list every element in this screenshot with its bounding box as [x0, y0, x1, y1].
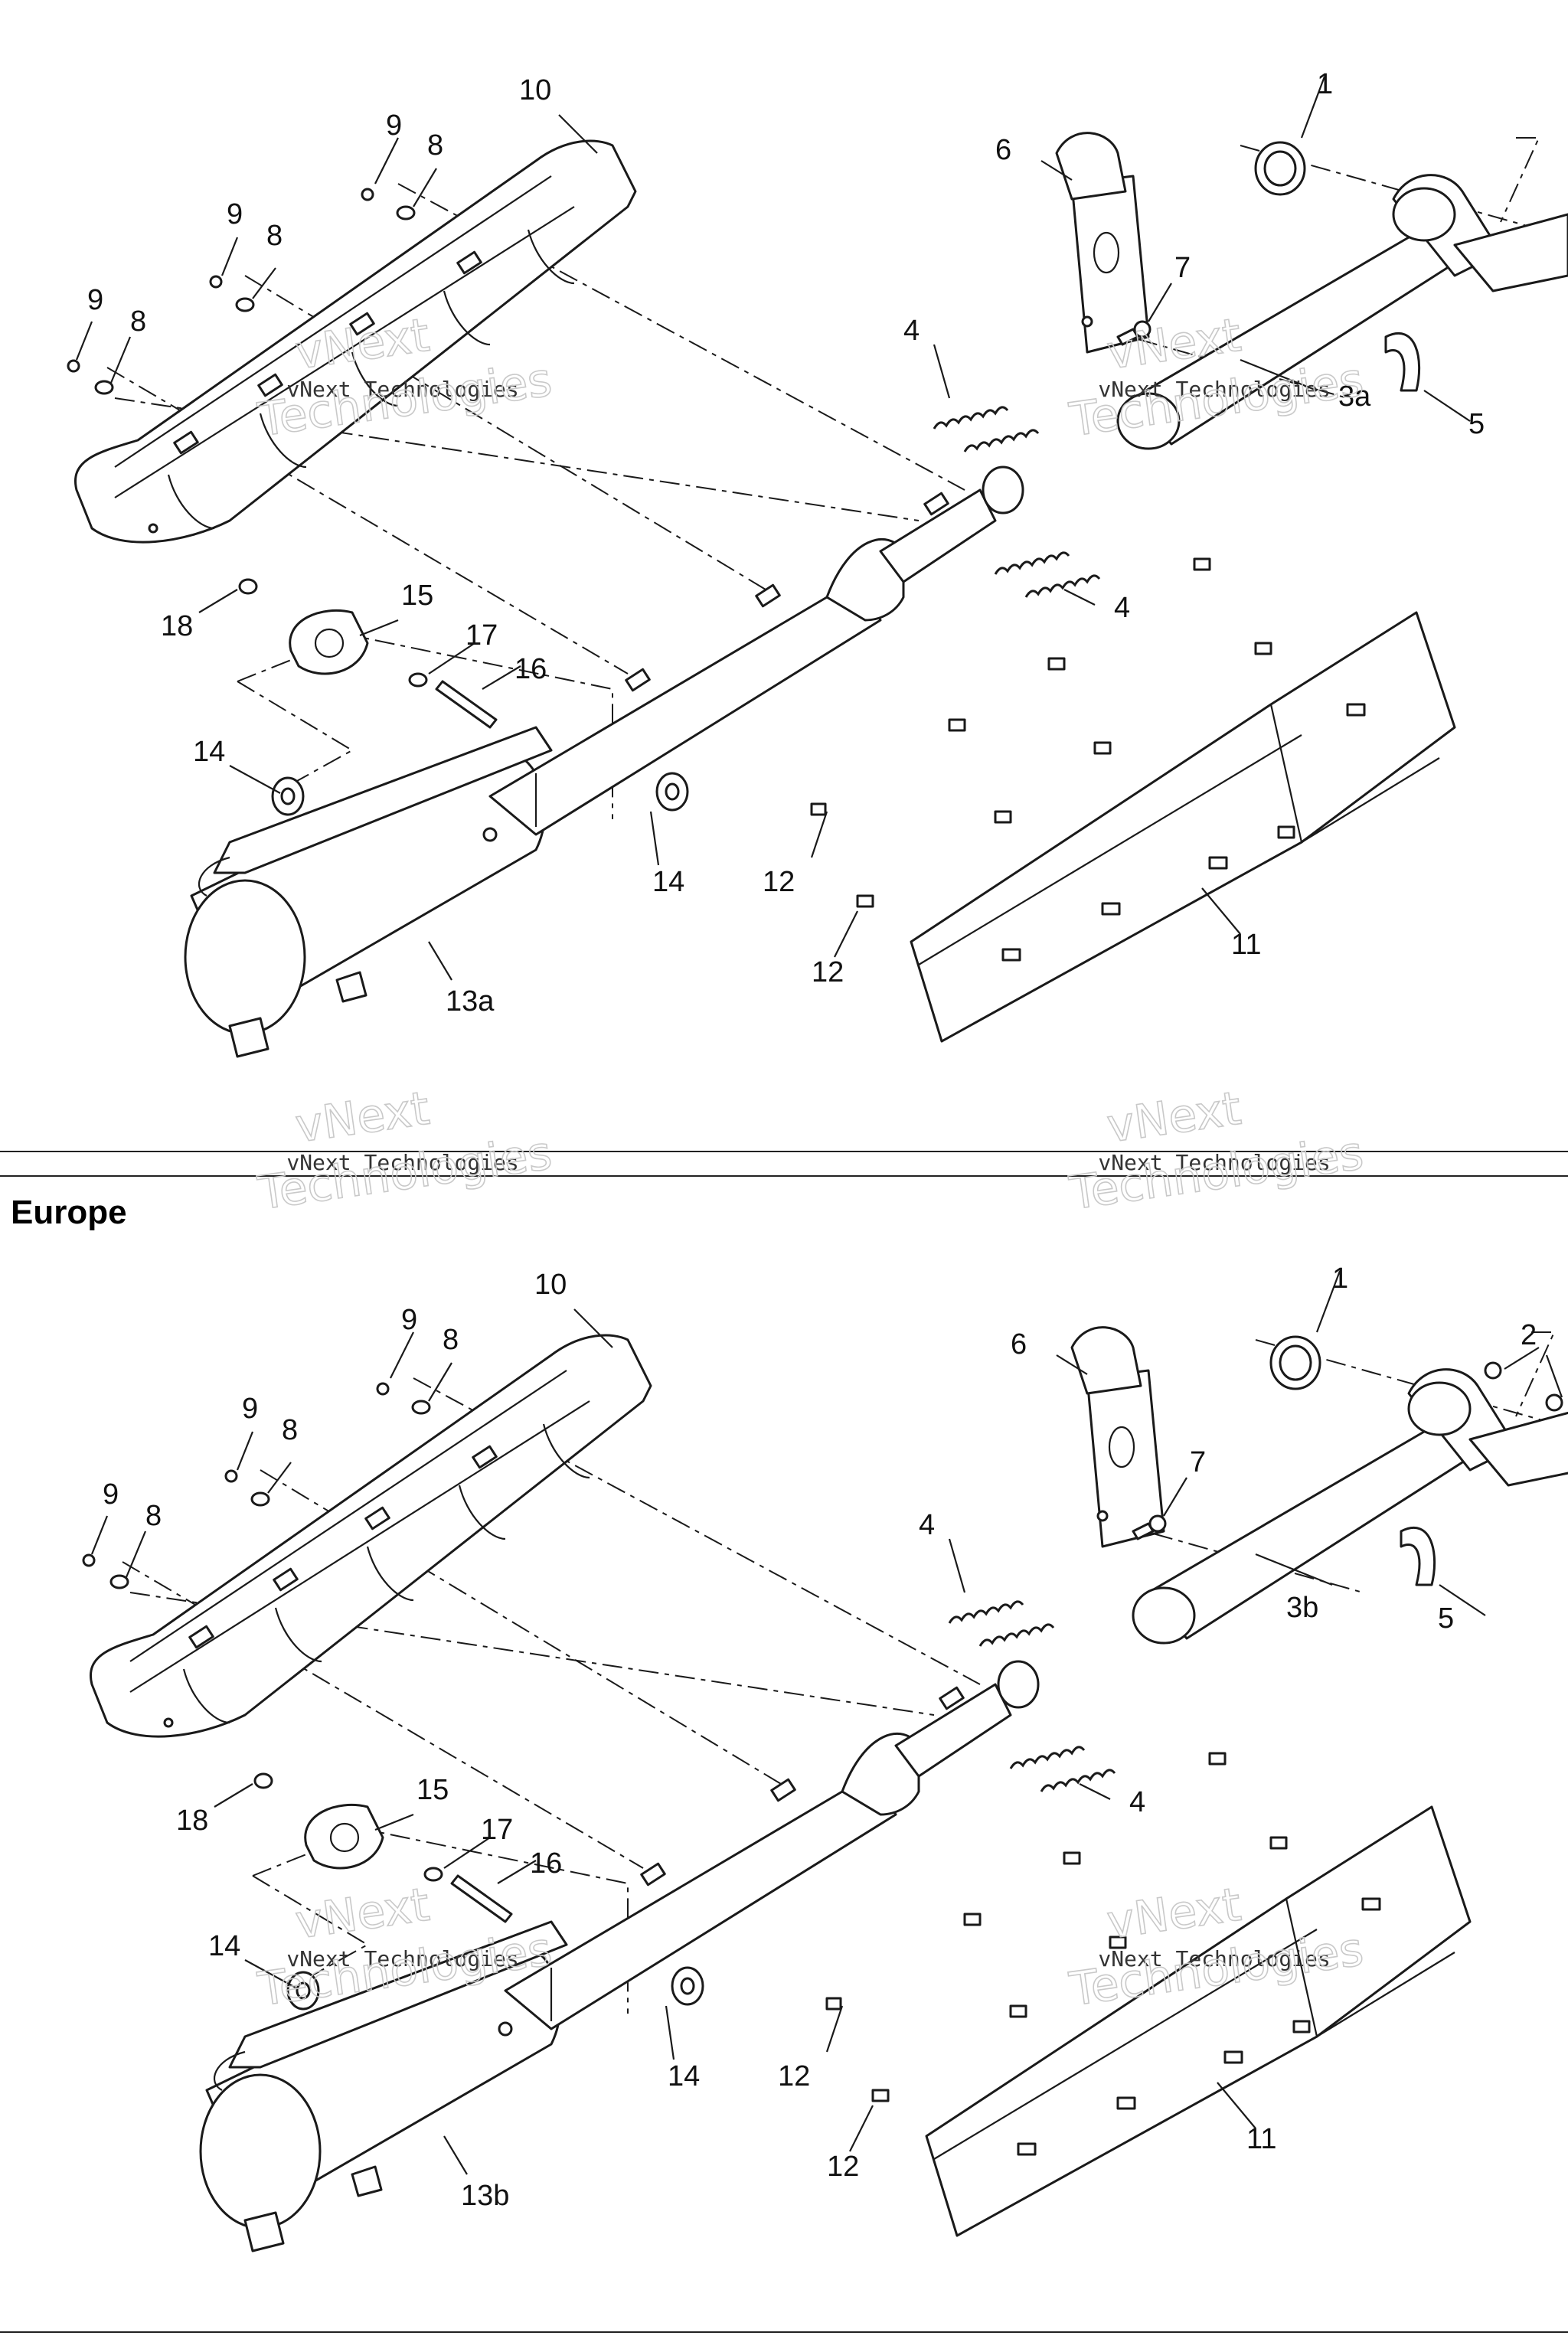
watermark-3-line2: vNext Technologies: [286, 1150, 518, 1175]
diagram-section-standard: 1 3a 4 4 5 6 7 8 8 8 9 9 9 10 11 12 12 1…: [67, 68, 1568, 1058]
watermark-4-line2: vNext Technologies: [1098, 1150, 1330, 1175]
region-title-europe: Europe: [11, 1194, 127, 1231]
callout-4-upper: 4: [903, 315, 920, 347]
section-europe-callouts: 1 2 3b 4 4 5 6 7 8 8 8 9 9 9 10 11 12 12…: [103, 1263, 1537, 2212]
callout-9-top: 9: [401, 1304, 417, 1336]
callout-9-top: 9: [386, 109, 402, 142]
watermark-5-line1: vNext: [292, 1878, 433, 1950]
callout-8-mid: 8: [282, 1414, 298, 1446]
callout-14-right: 14: [652, 866, 684, 898]
watermark-6-line2: vNext Technologies: [1098, 1946, 1330, 1971]
callout-1: 1: [1332, 1263, 1348, 1295]
callout-7: 7: [1190, 1446, 1206, 1478]
callout-18: 18: [176, 1805, 208, 1837]
callout-3: 3a: [1338, 381, 1371, 413]
callout-6: 6: [995, 134, 1011, 166]
callout-8-low: 8: [130, 305, 146, 338]
callout-9-low: 9: [103, 1478, 119, 1511]
watermarks: vNext vNext Technologies Technologies vN…: [254, 308, 1367, 2017]
diagram-section-europe: 1 2 3b 4 4 5 6 7 8 8 8 9 9 9 10 11 12 12…: [82, 1263, 1568, 2252]
callout-1: 1: [1317, 68, 1333, 100]
callout-5: 5: [1468, 408, 1485, 440]
callout-16: 16: [530, 1847, 562, 1880]
callout-17: 17: [481, 1814, 513, 1846]
callout-14-left: 14: [208, 1930, 240, 1962]
watermark-3-line1: vNext: [292, 1082, 433, 1154]
callout-13: 13b: [461, 2180, 509, 2212]
callout-4-upper: 4: [919, 1509, 935, 1541]
callout-12-lower: 12: [812, 956, 844, 988]
section-standard-callouts: 1 3a 4 4 5 6 7 8 8 8 9 9 9 10 11 12 12 1…: [87, 68, 1485, 1018]
callout-12-upper: 12: [763, 866, 795, 898]
callout-8-top: 8: [443, 1324, 459, 1356]
callout-17: 17: [466, 619, 498, 652]
callout-13: 13a: [446, 985, 495, 1018]
callout-8-low: 8: [145, 1500, 162, 1532]
callout-9-mid: 9: [227, 198, 243, 230]
callout-7: 7: [1174, 252, 1191, 284]
callout-8-top: 8: [427, 129, 443, 162]
section-standard-drawing: [67, 75, 1568, 1058]
watermark-6-line1: vNext: [1104, 1878, 1244, 1950]
callout-15: 15: [401, 580, 433, 612]
callout-9-low: 9: [87, 284, 103, 316]
callout-4-lower: 4: [1129, 1786, 1145, 1818]
callout-6: 6: [1011, 1328, 1027, 1361]
callout-15: 15: [416, 1774, 449, 1806]
callout-2: 2: [1521, 1319, 1537, 1351]
callout-16: 16: [514, 653, 547, 685]
section-europe-drawing: [82, 1269, 1568, 2252]
callout-14-left: 14: [193, 736, 225, 768]
callout-5: 5: [1438, 1602, 1454, 1635]
watermark-4: vNext vNext Technologies Technologies: [1066, 1081, 1367, 1221]
callout-14-right: 14: [668, 2060, 700, 2092]
callout-11: 11: [1231, 929, 1261, 961]
callout-10: 10: [534, 1269, 567, 1301]
callout-12-lower: 12: [827, 2151, 859, 2183]
callout-3: 3b: [1286, 1592, 1318, 1624]
callout-18: 18: [161, 610, 193, 642]
watermark-1-line2: vNext Technologies: [286, 377, 518, 402]
callout-11: 11: [1246, 2123, 1276, 2155]
callout-8-mid: 8: [266, 220, 283, 252]
watermark-3: vNext vNext Technologies Technologies: [254, 1081, 556, 1221]
callout-12-upper: 12: [778, 2060, 810, 2092]
watermark-5-line2: vNext Technologies: [286, 1946, 518, 1971]
europe-extra-fasteners: [1484, 1347, 1563, 1412]
callout-10: 10: [519, 74, 551, 106]
callout-4-lower: 4: [1114, 592, 1130, 624]
callout-9-mid: 9: [242, 1393, 258, 1425]
watermark-4-line1: vNext: [1104, 1082, 1244, 1154]
watermark-2-line2: vNext Technologies: [1098, 377, 1330, 402]
